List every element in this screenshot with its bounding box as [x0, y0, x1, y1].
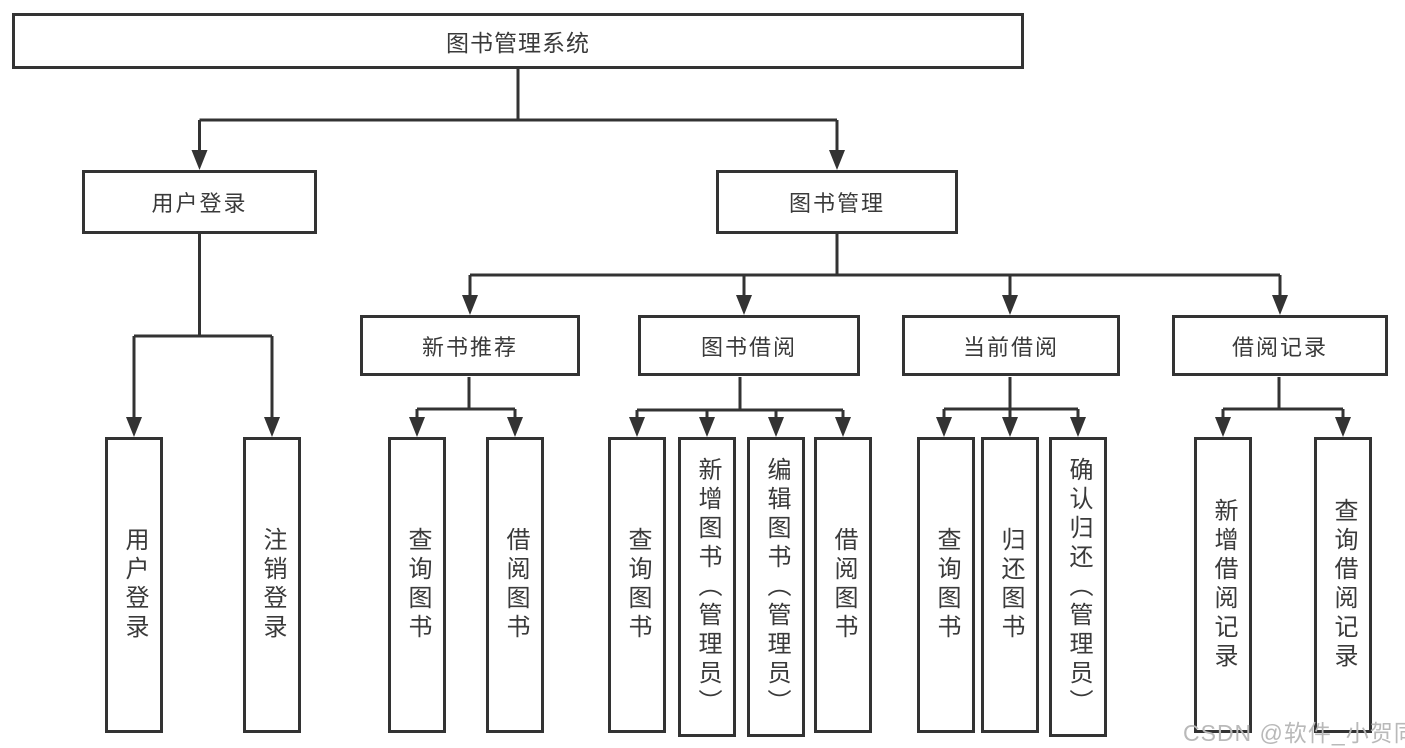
csdn-watermark: CSDN @软件_小贺同学 [1183, 720, 1405, 746]
leaf-add-borrow-record: 新增借阅记录 [1194, 437, 1252, 733]
node-book-borrow: 图书借阅 [638, 315, 860, 376]
leaf-query-borrow-record: 查询借阅记录 [1314, 437, 1372, 733]
node-current-borrow: 当前借阅 [902, 315, 1120, 376]
node-borrow-record: 借阅记录 [1172, 315, 1388, 376]
node-new-book-recommend: 新书推荐 [360, 315, 580, 376]
arrowheads [126, 150, 1351, 437]
node-root-system: 图书管理系统 [12, 13, 1024, 69]
leaf-add-books-admin: 新增图书（管理员） [678, 437, 736, 737]
leaf-logout: 注销登录 [243, 437, 301, 733]
leaf-return-books: 归还图书 [981, 437, 1039, 733]
leaf-query-books-borrow: 查询图书 [608, 437, 666, 733]
leaf-query-books-recommend: 查询图书 [388, 437, 446, 733]
node-book-management: 图书管理 [716, 170, 958, 234]
leaf-borrow-books-recommend: 借阅图书 [486, 437, 544, 733]
leaf-query-books-current: 查询图书 [917, 437, 975, 733]
leaf-borrow-books: 借阅图书 [814, 437, 872, 733]
leaf-user-login: 用户登录 [105, 437, 163, 733]
leaf-confirm-return-admin: 确认归还（管理员） [1049, 437, 1107, 737]
leaf-edit-books-admin: 编辑图书（管理员） [747, 437, 805, 737]
node-user-login: 用户登录 [82, 170, 317, 234]
